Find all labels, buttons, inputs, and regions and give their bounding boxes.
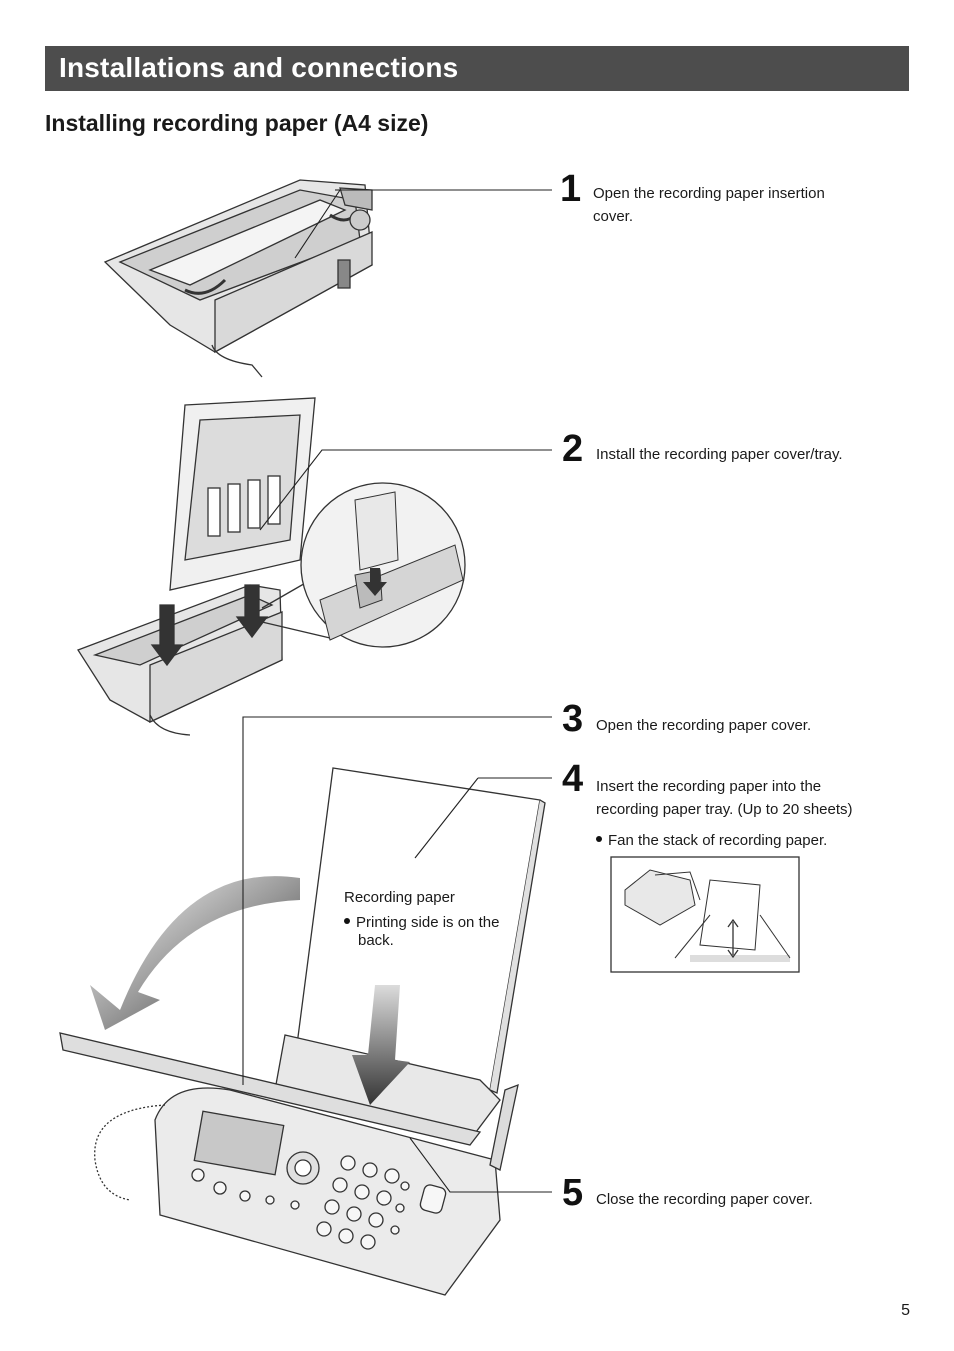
page-header-title: Installations and connections bbox=[59, 52, 459, 83]
section-title: Installing recording paper (A4 size) bbox=[45, 110, 429, 136]
bullet-dot bbox=[344, 918, 350, 925]
step-4-number: 4 bbox=[562, 758, 584, 800]
step-4-text: Insert the recording paper into the reco… bbox=[596, 778, 853, 818]
step-3-number: 3 bbox=[562, 698, 584, 740]
step-1-number: 1 bbox=[560, 168, 582, 210]
recording-paper-bullet-text: Printing side is on the back. bbox=[356, 914, 500, 949]
zoom-detail-illustration bbox=[300, 482, 466, 648]
fax-machine-illustration-3 bbox=[59, 767, 546, 1296]
recording-paper-label: Recording paper bbox=[344, 889, 455, 906]
bullet-dot bbox=[596, 836, 602, 843]
step-1-text: Open the recording paper insertion cover… bbox=[593, 185, 825, 225]
fan-paper-inset bbox=[610, 856, 800, 973]
header-bar: Installations and connections bbox=[45, 46, 909, 91]
step-2-number: 2 bbox=[562, 428, 584, 470]
step-5-text: Close the recording paper cover. bbox=[596, 1191, 813, 1208]
step-3-text: Open the recording paper cover. bbox=[596, 717, 812, 734]
fax-machine-illustration-2 bbox=[77, 397, 331, 736]
step-4-bullet-text: Fan the stack of recording paper. bbox=[608, 832, 828, 849]
step-4-bullet: Fan the stack of recording paper. bbox=[596, 831, 886, 851]
page-number: 5 bbox=[901, 1302, 910, 1319]
leader-lines bbox=[242, 189, 552, 1193]
recording-paper-bullet: Printing side is on the back. bbox=[344, 914, 508, 950]
step-5-number: 5 bbox=[562, 1172, 584, 1214]
fax-machine-illustration-1 bbox=[103, 179, 373, 378]
step-2-text: Install the recording paper cover/tray. bbox=[596, 446, 843, 463]
